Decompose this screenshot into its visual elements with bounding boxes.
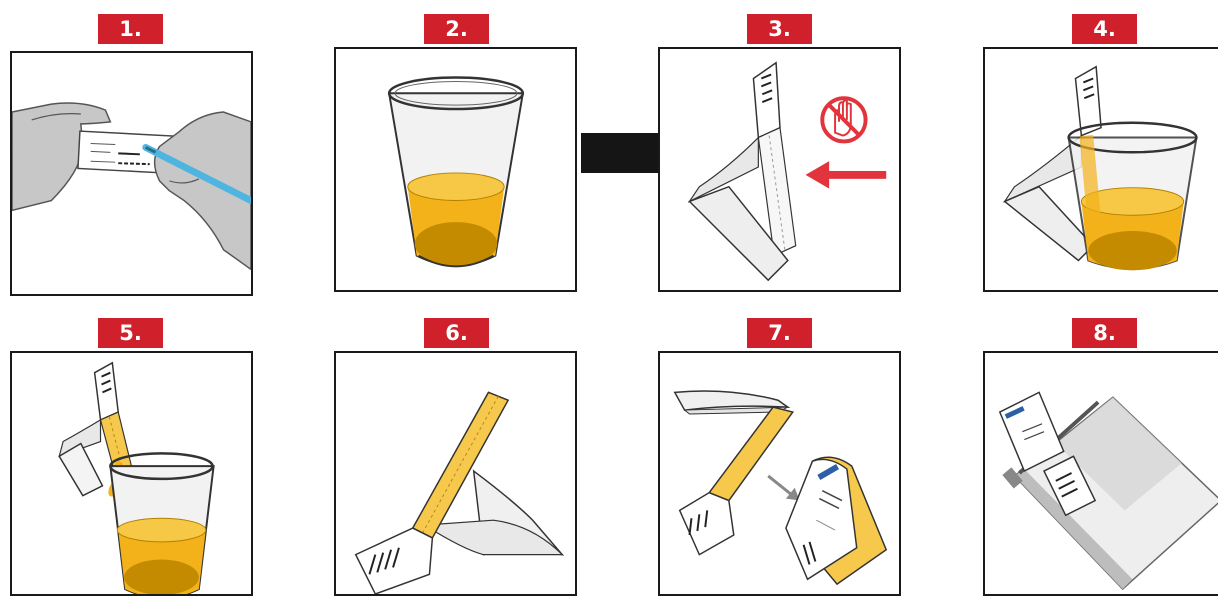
step-3-badge: 3. bbox=[747, 14, 812, 44]
step-2-badge: 2. bbox=[424, 14, 489, 44]
no-touch-hand-icon bbox=[822, 98, 865, 141]
step-1-badge: 1. bbox=[98, 14, 163, 44]
step-4-panel bbox=[983, 47, 1218, 292]
specimen-bag-illustration bbox=[985, 353, 1218, 594]
cup-with-urine-illustration bbox=[336, 49, 575, 290]
down-right-arrow-icon bbox=[768, 476, 799, 501]
hands-writing-illustration bbox=[12, 53, 251, 294]
left-arrow-icon bbox=[806, 161, 887, 189]
step-2-panel bbox=[334, 47, 577, 292]
step-5-badge: 5. bbox=[98, 318, 163, 348]
step-6-panel bbox=[334, 351, 577, 596]
panel-connector-bar bbox=[581, 133, 660, 173]
dip-strip-illustration bbox=[985, 49, 1218, 290]
step-5-panel bbox=[10, 351, 253, 596]
step-3-panel bbox=[658, 47, 901, 292]
soaked-strip-illustration bbox=[336, 353, 575, 594]
fold-card-illustration bbox=[660, 353, 899, 594]
step-4-badge: 4. bbox=[1072, 14, 1137, 44]
step-7-panel bbox=[658, 351, 901, 596]
step-8-badge: 8. bbox=[1072, 318, 1137, 348]
unfold-strip-illustration bbox=[660, 49, 899, 290]
drip-strip-illustration bbox=[12, 353, 251, 594]
step-8-panel bbox=[983, 351, 1218, 596]
step-7-badge: 7. bbox=[747, 318, 812, 348]
step-6-badge: 6. bbox=[424, 318, 489, 348]
step-1-panel bbox=[10, 51, 253, 296]
